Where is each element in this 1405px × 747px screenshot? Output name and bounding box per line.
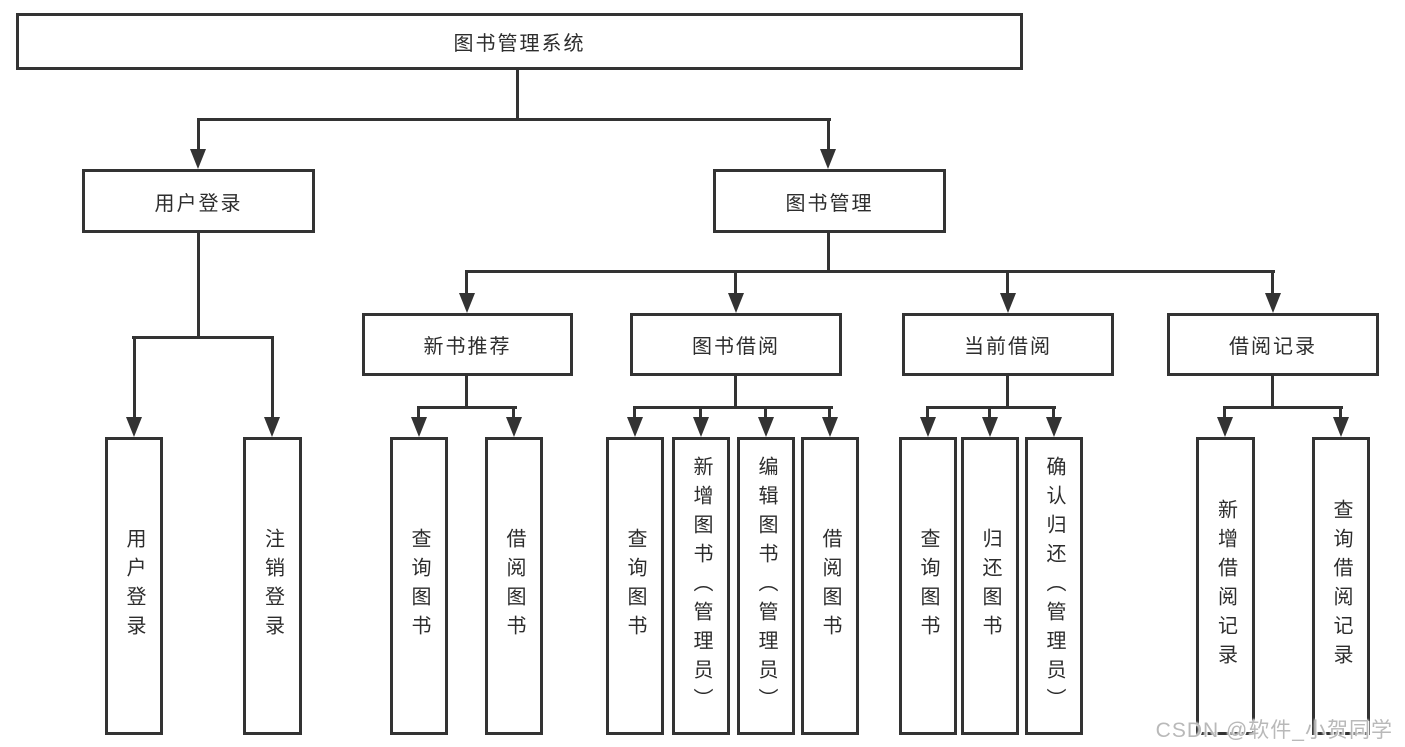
arrow-down-icon	[1217, 417, 1233, 437]
leaf-query-books-current: 查询图书	[899, 437, 957, 735]
leaf-confirm-return-admin: 确认归还（管理员）	[1025, 437, 1083, 735]
leaf-query-books-borrowing: 查询图书	[606, 437, 664, 735]
arrow-down-icon	[190, 149, 206, 169]
connector-line	[734, 270, 737, 295]
arrow-down-icon	[820, 149, 836, 169]
connector-line	[512, 406, 515, 419]
connector-line	[699, 406, 702, 419]
connector-line	[197, 233, 200, 336]
connector-line	[465, 270, 468, 295]
arrow-down-icon	[1000, 293, 1016, 313]
connector-line	[1052, 406, 1055, 419]
node-new-book-recommend: 新书推荐	[362, 313, 573, 376]
connector-line	[271, 336, 274, 419]
connector-line	[197, 118, 831, 121]
connector-line	[133, 336, 136, 419]
connector-line	[734, 376, 737, 408]
connector-line	[633, 406, 833, 409]
leaf-logout: 注销登录	[243, 437, 302, 735]
connector-line	[197, 118, 200, 151]
arrow-down-icon	[822, 417, 838, 437]
leaf-return-books: 归还图书	[961, 437, 1019, 735]
connector-line	[516, 70, 519, 118]
connector-line	[633, 406, 636, 419]
node-library-system: 图书管理系统	[16, 13, 1023, 70]
connector-line	[1223, 406, 1226, 419]
connector-line	[764, 406, 767, 419]
arrow-down-icon	[459, 293, 475, 313]
arrow-down-icon	[1333, 417, 1349, 437]
leaf-add-borrow-record: 新增借阅记录	[1196, 437, 1255, 735]
connector-line	[828, 406, 831, 419]
node-user-login: 用户登录	[82, 169, 315, 233]
connector-line	[1006, 376, 1009, 408]
arrow-down-icon	[126, 417, 142, 437]
arrow-down-icon	[1046, 417, 1062, 437]
connector-line	[827, 233, 830, 272]
connector-line	[465, 376, 468, 408]
connector-line	[465, 270, 1275, 273]
arrow-down-icon	[264, 417, 280, 437]
arrow-down-icon	[758, 417, 774, 437]
arrow-down-icon	[411, 417, 427, 437]
node-current-borrowing: 当前借阅	[902, 313, 1114, 376]
leaf-borrow-books: 借阅图书	[801, 437, 859, 735]
connector-line	[132, 336, 274, 339]
connector-line	[926, 406, 1056, 409]
connector-line	[1271, 376, 1274, 408]
leaf-query-books-recommend: 查询图书	[390, 437, 448, 735]
node-book-borrowing: 图书借阅	[630, 313, 842, 376]
connector-line	[827, 118, 830, 151]
node-borrow-records: 借阅记录	[1167, 313, 1379, 376]
leaf-edit-books-admin: 编辑图书（管理员）	[737, 437, 795, 735]
connector-line	[988, 406, 991, 419]
arrow-down-icon	[982, 417, 998, 437]
arrow-down-icon	[506, 417, 522, 437]
connector-line	[1339, 406, 1342, 419]
connector-line	[926, 406, 929, 419]
leaf-add-books-admin: 新增图书（管理员）	[672, 437, 730, 735]
connector-line	[417, 406, 420, 419]
connector-line	[1223, 406, 1343, 409]
leaf-query-borrow-record: 查询借阅记录	[1312, 437, 1370, 735]
leaf-borrow-books-recommend: 借阅图书	[485, 437, 543, 735]
connector-line	[1271, 270, 1274, 295]
arrow-down-icon	[1265, 293, 1281, 313]
arrow-down-icon	[920, 417, 936, 437]
arrow-down-icon	[693, 417, 709, 437]
connector-line	[417, 406, 517, 409]
leaf-user-login: 用户登录	[105, 437, 163, 735]
csdn-watermark: CSDN @软件_小贺同学	[1155, 719, 1393, 742]
connector-line	[1006, 270, 1009, 295]
arrow-down-icon	[728, 293, 744, 313]
node-book-management: 图书管理	[713, 169, 946, 233]
arrow-down-icon	[627, 417, 643, 437]
